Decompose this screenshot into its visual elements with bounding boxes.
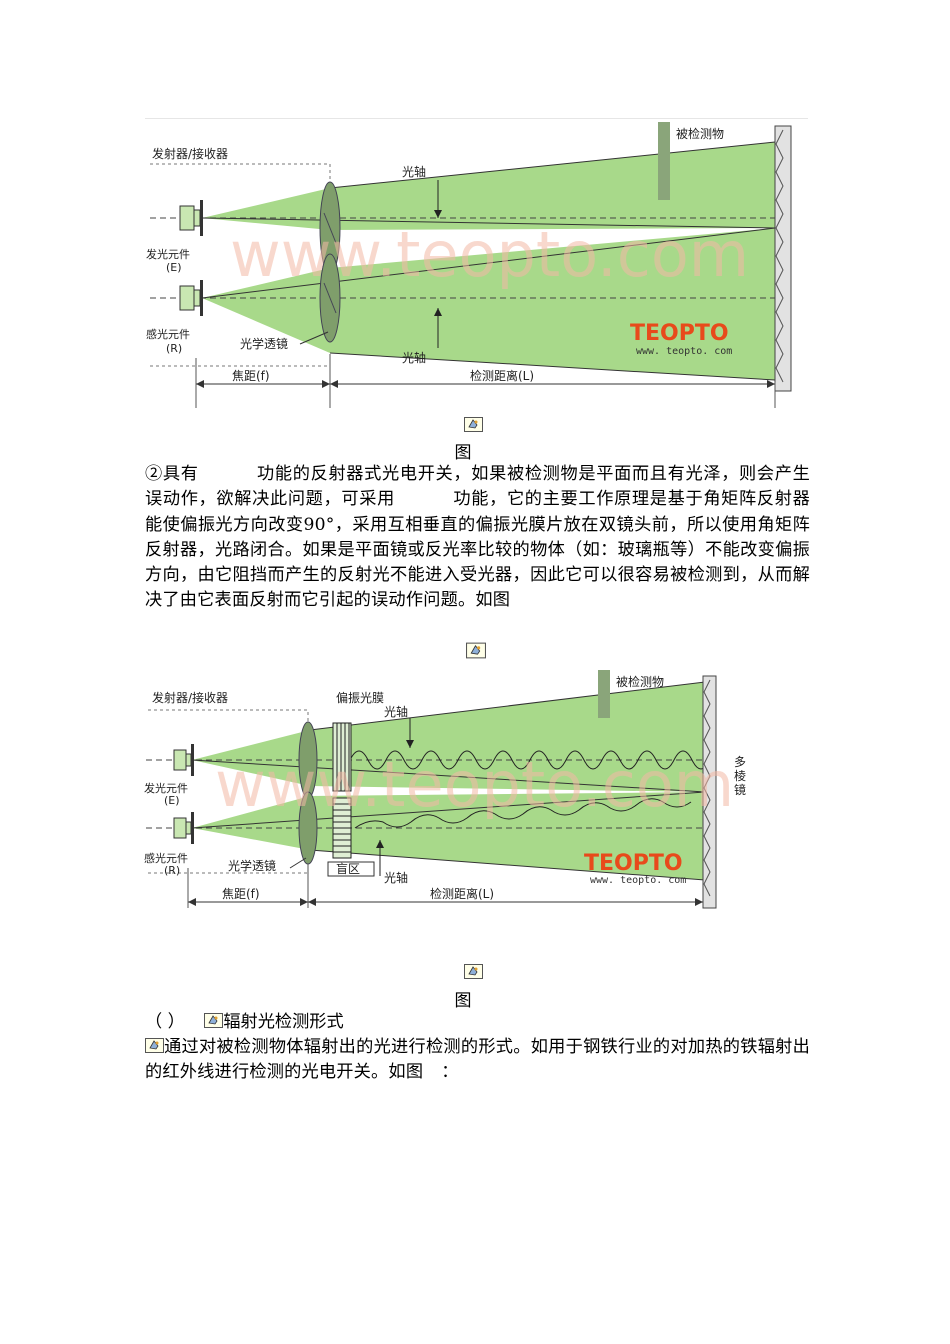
label-distance: 检测距离(L)	[470, 368, 534, 383]
label-optical-axis-top: 光轴	[402, 164, 426, 179]
section-number: （ ）	[145, 1012, 185, 1032]
image-placeholder-icon	[145, 1038, 164, 1053]
prism-reflector	[702, 675, 717, 909]
label-optical-axis-bottom: 光轴	[384, 870, 408, 885]
beam-lower	[310, 792, 705, 880]
emitter-element	[179, 205, 195, 231]
section-title: 辐射光检测形式	[223, 1012, 344, 1032]
emitter-receiver-box	[150, 163, 331, 184]
receiver-element	[179, 285, 195, 311]
label-focal: 焦距(f)	[222, 887, 260, 901]
label-optical-axis-bottom: 光轴	[402, 350, 426, 365]
label-prism-1: 多	[734, 755, 746, 769]
figure-2-caption: 图	[454, 991, 472, 1011]
label-blind: 盲区	[336, 861, 360, 876]
label-emitter: 发光元件	[144, 781, 188, 795]
polarized-wave-lower	[354, 798, 692, 829]
label-target: 被检测物	[676, 126, 724, 141]
paragraph-polarization: ②具有功能的反射器式光电开关，如果被检测物是平面而且有光泽，则会产生误动作，欲解…	[145, 464, 810, 611]
brand-logo: TEOPTO	[630, 321, 729, 346]
target-object	[598, 670, 610, 718]
label-optical-axis-top: 光轴	[384, 704, 408, 719]
figure-1-diagram: www.teopto.com TEOPTO www. teopto. com 发…	[146, 122, 792, 408]
beam-lower	[330, 228, 775, 380]
label-prism-3: 镜	[734, 782, 746, 797]
label-emitter-receiver: 发射器/接收器	[152, 146, 228, 161]
reflector-wall	[774, 125, 792, 392]
label-receiver: 感光元件	[144, 851, 188, 865]
brand-url: www. teopto. com	[636, 346, 732, 357]
beam-upper	[330, 142, 775, 230]
image-placeholder-icon	[464, 964, 483, 979]
label-distance: 检测距离(L)	[430, 886, 494, 901]
label-target: 被检测物	[616, 674, 664, 689]
label-emitter-code: (E)	[166, 261, 182, 274]
label-receiver-code: (R)	[164, 864, 180, 877]
beam-receiver-cone	[202, 268, 330, 353]
label-lens: 光学透镜	[228, 858, 276, 873]
top-rule	[145, 118, 808, 119]
watermark: www.teopto.com	[230, 218, 749, 291]
target-object	[658, 122, 670, 200]
label-prism-2: 棱	[734, 768, 746, 783]
label-receiver-code: (R)	[166, 342, 182, 355]
label-receiver: 感光元件	[146, 327, 190, 341]
polarized-wave-upper	[349, 750, 711, 770]
figure-2-diagram: www.teopto.com TEOPTO www. teopto. com 发…	[144, 670, 746, 909]
section-body: 通过对被检测物体辐射出的光进行检测的形式。如用于钢铁行业的对加热的铁辐射出的红外…	[145, 1037, 810, 1083]
label-polarizer: 偏振光膜	[336, 690, 384, 705]
label-emitter-code: (E)	[164, 794, 180, 807]
image-placeholder-icon	[466, 642, 486, 659]
section-heading: （ ） 辐射光检测形式	[145, 1010, 344, 1035]
image-placeholder-icon	[464, 417, 483, 432]
label-lens: 光学透镜	[240, 336, 288, 351]
brand-logo: TEOPTO	[584, 851, 683, 876]
label-emitter: 发光元件	[146, 247, 190, 261]
label-focal: 焦距(f)	[232, 369, 270, 383]
label-emitter-receiver: 发射器/接收器	[152, 690, 228, 705]
figure-1-caption: 图	[454, 443, 472, 463]
watermark: www.teopto.com	[215, 748, 734, 821]
image-placeholder-icon	[204, 1013, 224, 1028]
brand-url: www. teopto. com	[590, 875, 686, 886]
